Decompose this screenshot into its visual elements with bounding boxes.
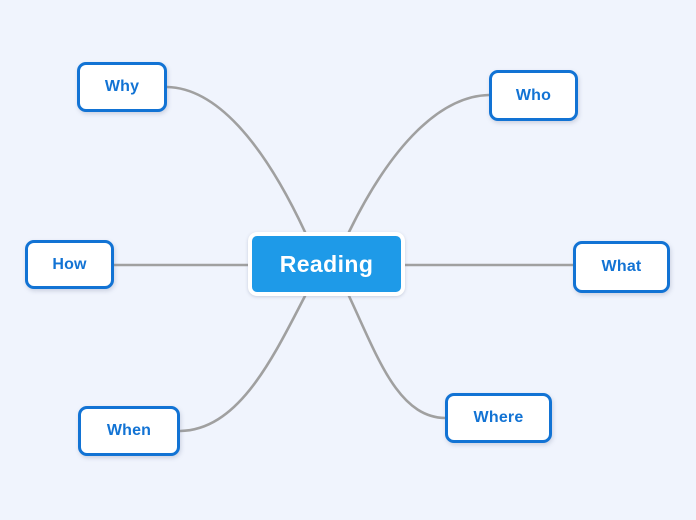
branch-node-what[interactable]: What: [573, 241, 670, 293]
branch-node-who[interactable]: Who: [489, 70, 578, 121]
central-node-label: Reading: [279, 250, 374, 277]
connector-when: [178, 294, 307, 433]
connector-who: [347, 93, 491, 234]
connector-why: [165, 85, 307, 234]
branch-node-when[interactable]: When: [78, 406, 180, 456]
branch-node-label-who: Who: [515, 86, 552, 104]
branch-node-why[interactable]: Why: [77, 62, 167, 112]
branch-node-where[interactable]: Where: [445, 393, 552, 443]
connector-group: [112, 85, 575, 433]
central-node-reading[interactable]: Reading: [248, 232, 405, 296]
branch-node-label-how: How: [52, 255, 87, 273]
branch-node-label-where: Where: [473, 409, 524, 426]
branch-node-label-what: What: [601, 258, 642, 275]
connector-where: [347, 294, 447, 420]
branch-node-how[interactable]: How: [25, 240, 114, 289]
branch-node-label-when: When: [106, 422, 152, 439]
branch-node-label-why: Why: [104, 78, 140, 95]
